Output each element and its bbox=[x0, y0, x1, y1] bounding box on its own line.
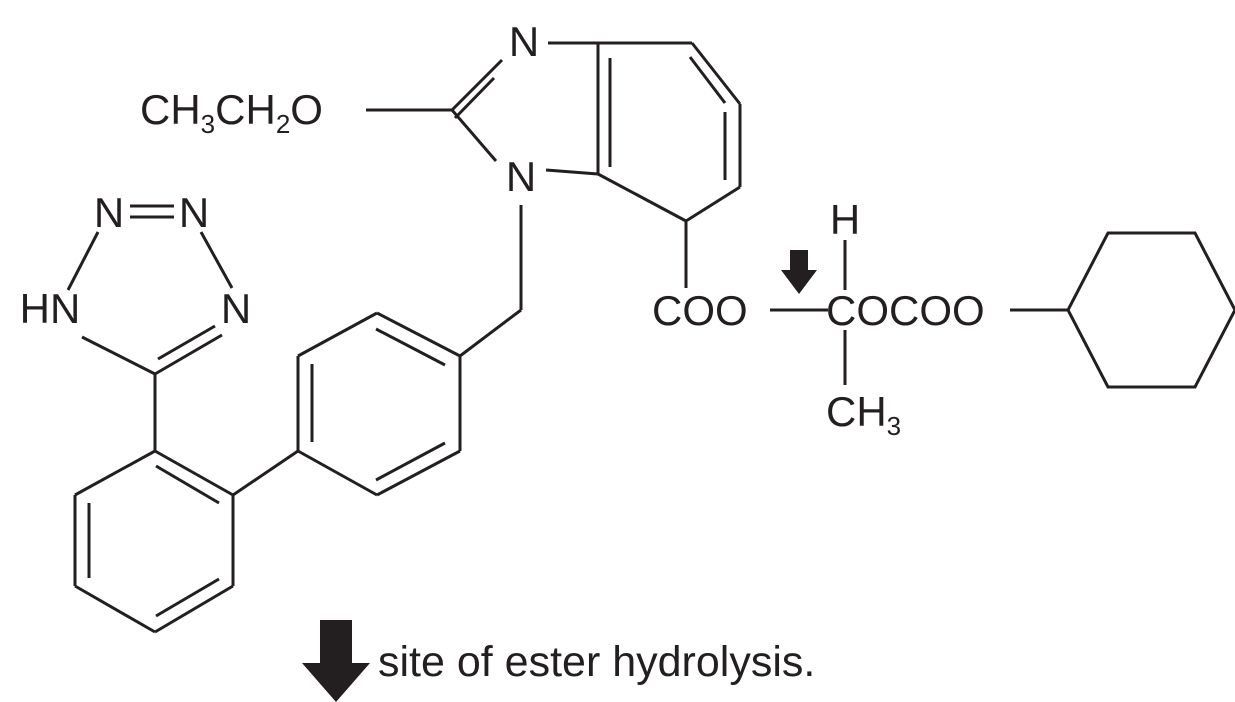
imidazole-ring: N N bbox=[450, 18, 599, 200]
ester-h-label: H bbox=[830, 196, 860, 243]
tetrazole-n-right: N bbox=[221, 285, 251, 332]
ethoxy-group: CH3CH2O bbox=[140, 86, 452, 139]
ethoxy-label: CH3CH2O bbox=[140, 86, 323, 139]
methylene-linker bbox=[459, 205, 523, 358]
bond bbox=[199, 231, 234, 289]
double-bond-inner bbox=[453, 76, 496, 120]
double-bond-inner bbox=[688, 56, 727, 104]
imidazole-n-bottom: N bbox=[506, 153, 536, 200]
bond bbox=[154, 584, 234, 634]
bond bbox=[74, 449, 156, 497]
ester-cococoo-label: COCOO bbox=[826, 287, 985, 334]
bond bbox=[66, 231, 100, 291]
double-bond-inner bbox=[375, 441, 446, 482]
cyclohexyl-ring bbox=[1066, 231, 1235, 389]
bond bbox=[81, 335, 156, 376]
bond bbox=[74, 584, 156, 634]
legend-arrow-icon bbox=[302, 620, 370, 702]
hydrolysis-site-arrow-icon bbox=[781, 250, 817, 294]
bond bbox=[459, 308, 522, 358]
upper-phenyl-ring bbox=[296, 311, 462, 497]
bond bbox=[597, 172, 687, 223]
lower-phenyl-ring bbox=[73, 449, 235, 634]
bond bbox=[154, 449, 234, 497]
double-bond-inner bbox=[157, 324, 216, 361]
ester-coo-label: COO bbox=[652, 287, 748, 334]
biphenyl-bond bbox=[232, 449, 299, 497]
methyl-label: CH3 bbox=[826, 388, 901, 441]
legend: site of ester hydrolysis. bbox=[302, 620, 815, 702]
benzimidazole-benzene-ring bbox=[596, 41, 742, 223]
double-bond-inner bbox=[375, 327, 446, 367]
ester-chain: COO H COCOO CH3 bbox=[652, 196, 1068, 441]
bond bbox=[297, 449, 378, 497]
tetrazole-n-top-left: N bbox=[94, 189, 124, 236]
double-bond-inner bbox=[155, 577, 220, 618]
tetrazole-n-top-right: N bbox=[179, 189, 209, 236]
bond bbox=[450, 58, 504, 112]
bond bbox=[154, 333, 223, 376]
bond bbox=[690, 42, 742, 105]
legend-text: site of ester hydrolysis. bbox=[378, 638, 815, 686]
bond bbox=[450, 109, 498, 162]
imidazole-n-top: N bbox=[509, 18, 539, 65]
bond bbox=[376, 311, 461, 358]
bond bbox=[376, 449, 461, 497]
bond bbox=[545, 168, 599, 176]
tetrazole-nh: HN bbox=[20, 285, 81, 332]
bond bbox=[297, 311, 378, 358]
cyclohexane bbox=[1066, 231, 1235, 389]
bond bbox=[685, 185, 741, 223]
tetrazole-ring: N N HN N bbox=[20, 189, 251, 451]
double-bond-inner bbox=[155, 464, 220, 505]
